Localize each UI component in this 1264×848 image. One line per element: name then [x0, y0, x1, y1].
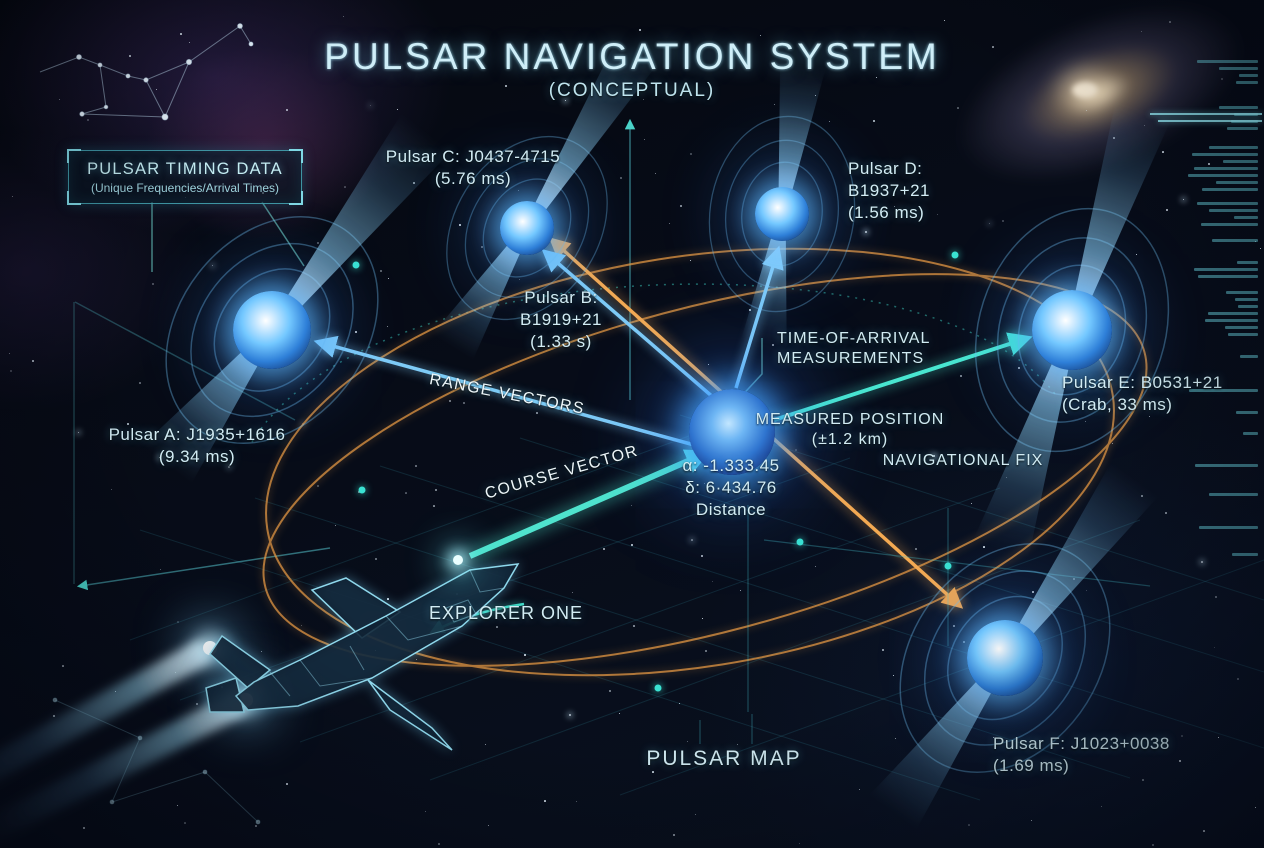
hud-row: [1192, 153, 1258, 157]
hud-row: [1198, 526, 1258, 530]
pulsar-a-label: Pulsar A: J1935+1616 (9.34 ms): [108, 425, 286, 466]
corner-bracket-icon: [289, 191, 303, 205]
hud-row: [1196, 202, 1258, 206]
pulsar-map-label: PULSAR MAP: [646, 747, 802, 770]
corner-bracket-icon: [289, 149, 303, 163]
pulsar-c-label: Pulsar C: J0437-4715 (5.76 ms): [385, 147, 561, 188]
neutron-star-sphere: [233, 291, 311, 369]
hud-row: [1233, 216, 1258, 220]
corner-bracket-icon: [67, 149, 81, 163]
hud-row: [1208, 146, 1258, 150]
hud-row: [1225, 326, 1258, 330]
hud-row: [1219, 105, 1258, 109]
hud-row: [1193, 167, 1258, 171]
pulsar-e-label: Pulsar E: B0531+21 (Crab, 33 ms): [1062, 373, 1223, 414]
hud-row: [1237, 305, 1258, 309]
page-title: PULSAR NAVIGATION SYSTEM: [324, 36, 940, 77]
coordinates-label: α: -1.333.45 δ: 6·434.76 Distance: [682, 456, 780, 519]
spaceship-explorer-one: [205, 563, 520, 751]
hud-row: [1215, 181, 1258, 185]
hud-row: [1232, 552, 1258, 556]
hud-row: [1225, 291, 1258, 295]
hud-highlight-bar: [1150, 113, 1262, 115]
timing-box-title: PULSAR TIMING DATA: [87, 159, 283, 178]
explorer-one-label: EXPLORER ONE: [428, 603, 584, 623]
pulsar-b-label: Pulsar B: B1919+21 (1.33 s): [520, 288, 602, 351]
hud-row: [1208, 312, 1258, 316]
neutron-star-sphere: [755, 187, 809, 241]
hud-row: [1194, 463, 1258, 467]
hud-row: [1236, 261, 1258, 265]
hud-row: [1194, 268, 1258, 272]
hud-row: [1212, 238, 1258, 242]
corner-bracket-icon: [67, 191, 81, 205]
page-subtitle: (CONCEPTUAL): [548, 80, 716, 101]
pulsar-f-label: Pulsar F: J1023+0038 (1.69 ms): [993, 734, 1170, 775]
navigational-fix-label: NAVIGATIONAL FIX: [882, 452, 1044, 469]
neutron-star-sphere: [500, 201, 554, 255]
timing-box-subtitle: (Unique Frequencies/Arrival Times): [90, 180, 280, 195]
hud-row: [1208, 209, 1258, 213]
ship-nose-glow: [453, 555, 463, 565]
hud-row: [1200, 223, 1258, 227]
pulsar-timing-data-box: PULSAR TIMING DATA (Unique Frequencies/A…: [67, 149, 303, 205]
hud-microtext-column: [1178, 60, 1258, 573]
pulsar-d-label: Pulsar D: B1937+21 (1.56 ms): [848, 159, 930, 222]
hud-highlight-bar: [1158, 120, 1262, 122]
hud-row: [1204, 319, 1258, 323]
hud-row: [1222, 160, 1258, 164]
neutron-star-sphere: [967, 620, 1043, 696]
neutron-star-sphere: [1032, 290, 1112, 370]
hud-row: [1209, 493, 1258, 497]
measured-position-label: MEASURED POSITION (±1.2 km): [755, 411, 945, 449]
hud-row: [1197, 275, 1258, 279]
hud-row: [1239, 354, 1258, 358]
hud-row: [1188, 174, 1258, 178]
toa-measurements-label: TIME-OF-ARRIVAL MEASUREMENTS: [777, 330, 931, 368]
hud-row: [1228, 333, 1258, 337]
hud-row: [1226, 126, 1258, 130]
hud-row: [1243, 432, 1258, 436]
hud-row: [1201, 188, 1258, 192]
hud-row: [1235, 298, 1258, 302]
